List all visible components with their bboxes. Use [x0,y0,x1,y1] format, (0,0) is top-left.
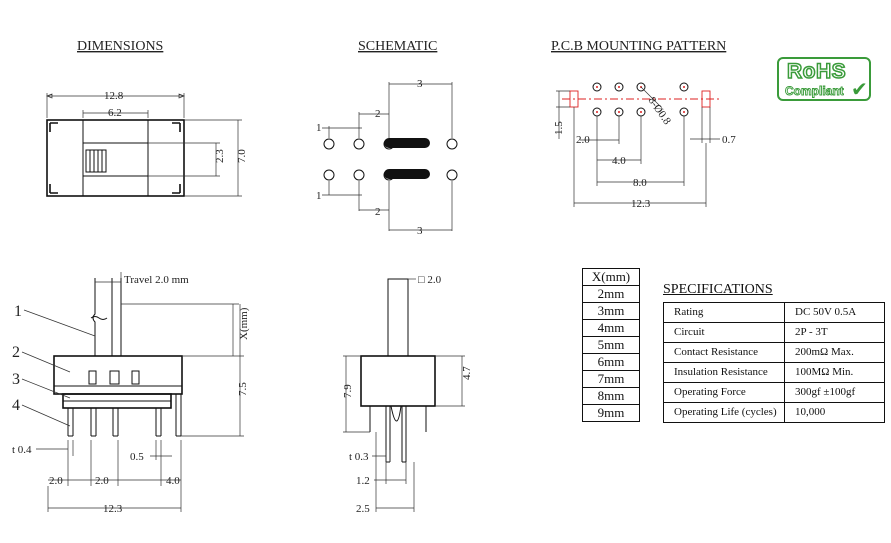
pcb-dim-hole: 1.5 [553,121,565,135]
sch-dim-top-mid: 2 [375,108,381,120]
x-table-cell: 6mm [582,353,640,371]
spec-param: Operating Force [663,382,785,403]
dim-pin-span: 2.5 [356,503,370,515]
dim-pin-gap: 1.2 [356,475,370,487]
dim-body-height: 7.0 [236,149,248,163]
dimensions-title: DIMENSIONS [77,39,163,54]
dim-end-body: 4.7 [461,366,473,380]
dim-slot-length: 6.2 [108,107,122,119]
part-label-2: 2 [12,344,20,361]
schematic-drawing: 3 2 1 1 2 3 [316,78,458,237]
rohs-text: RoHS [786,59,847,84]
spec-param: Rating [663,302,785,323]
specifications-title: SPECIFICATIONS [663,282,773,297]
spec-value: 2P - 3T [784,322,885,343]
contact-bar-top [384,138,430,148]
pin-circle [353,138,365,150]
pin-circle [446,169,458,181]
x-table-cell: 8mm [582,387,640,405]
spec-param: Operating Life (cycles) [663,402,785,423]
x-mm-label: X(mm) [238,307,250,340]
end-view-drawing: □ 2.0 7.9 4.7 t 0.3 1.2 2.5 [342,274,473,515]
x-table-cell: 2mm [582,285,640,303]
pcb-dim-pad: 0.7 [722,134,736,146]
x-table-cell: 3mm [582,302,640,320]
dim-height: 7.5 [237,382,249,396]
rohs-compliant-badge: RoHS Compliant ✔ [777,57,871,101]
pcb-dim-pitch: 2.0 [576,134,590,146]
schematic-title: SCHEMATIC [358,39,437,54]
pcb-drawing: 8-Ø0.8 1.5 2.0 4.0 0.7 8.0 12.3 [553,82,736,210]
dim-thickness: t 0.4 [12,444,32,456]
checkmark-icon: ✔ [851,77,868,101]
x-table-cell: 4mm [582,319,640,337]
sch-dim-top-span: 3 [417,78,423,90]
part-label-4: 4 [12,397,20,414]
part-label-1: 1 [14,303,22,320]
spec-param: Contact Resistance [663,342,785,363]
pin-circle [323,138,335,150]
x-table-cell: 5mm [582,336,640,354]
side-view-drawing: Travel 2.0 mm X(mm) 7.5 1 2 3 4 t 0.4 [12,272,250,515]
table-row: Operating Life (cycles)10,000 [663,402,885,423]
dim-gap: 0.5 [130,451,144,463]
pin-circle [323,169,335,181]
dim-pitch-b: 2.0 [95,475,109,487]
sch-dim-bottom-span: 3 [417,225,423,237]
pcb-dim-overall: 12.3 [631,198,651,210]
pin-circle [353,169,365,181]
spec-value: 200mΩ Max. [784,342,885,363]
spec-param: Circuit [663,322,785,343]
pcb-dim-pad-span: 8.0 [633,177,647,189]
x-table-header: X(mm) [582,268,640,286]
sch-dim-top-pin: 1 [316,122,322,134]
dim-actuator-height: 2.3 [214,149,226,163]
dim-end-thickness: t 0.3 [349,451,369,463]
part-label-3: 3 [12,371,20,388]
dim-end-height: 7.9 [342,384,354,398]
compliant-text: Compliant [785,84,845,99]
x-table-cell: 9mm [582,404,640,422]
pcb-title: P.C.B MOUNTING PATTERN [551,39,726,54]
pcb-dim-dia: 8-Ø0.8 [646,95,674,128]
x-table-cell: 7mm [582,370,640,388]
pcb-dim-row-gap: 4.0 [612,155,626,167]
end-square-label: □ 2.0 [418,274,442,286]
contact-bar-bottom [384,169,430,179]
spec-value: 10,000 [784,402,885,423]
spec-value: 100MΩ Min. [784,362,885,383]
sch-dim-bottom-pin: 1 [316,190,322,202]
dim-side-overall: 12.3 [103,503,123,515]
travel-label: Travel 2.0 mm [124,274,189,286]
spec-param: Insulation Resistance [663,362,785,383]
dim-pitch-a: 2.0 [49,475,63,487]
pin-circle [446,138,458,150]
spec-value: DC 50V 0.5A [784,302,885,323]
dim-overall-length: 12.8 [104,90,124,102]
x-length-table: X(mm) 2mm 3mm 4mm 5mm 6mm 7mm 8mm 9mm [582,268,640,422]
sch-dim-bottom-mid: 2 [375,206,381,218]
spec-value: 300gf ±100gf [784,382,885,403]
top-view-drawing: 12.8 6.2 2.3 7.0 [46,90,248,197]
dim-end: 4.0 [166,475,180,487]
